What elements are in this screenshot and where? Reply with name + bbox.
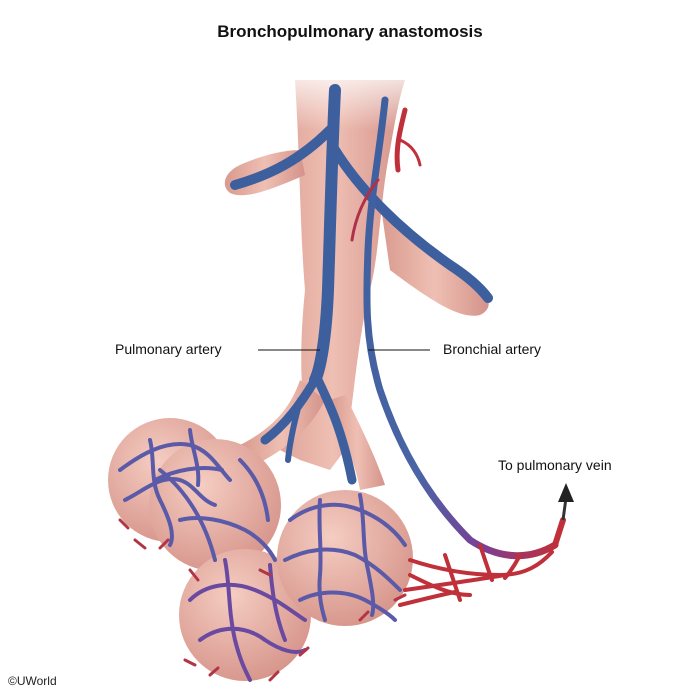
pulmonary-artery-label: Pulmonary artery [115,341,222,357]
alveolus [277,490,413,626]
arrow-up-icon [558,483,574,520]
copyright-text: ©UWorld [8,674,57,688]
pulmonary-vein-label: To pulmonary vein [498,457,612,473]
bronchus-tree [225,60,489,490]
bronchial-artery-label: Bronchial artery [443,341,541,357]
venous-capillary-mesh [400,520,563,605]
figure-title: Bronchopulmonary anastomosis [0,22,700,42]
